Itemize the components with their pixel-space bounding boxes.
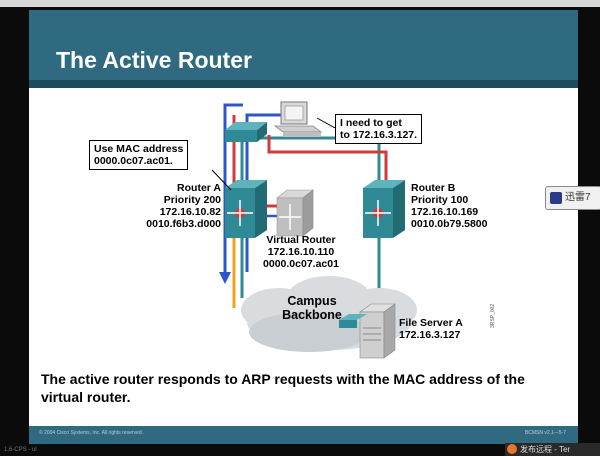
cloud-line-1: Campus	[287, 294, 337, 308]
blue-arrow-down	[219, 272, 231, 284]
slide-title: The Active Router	[56, 47, 252, 73]
callout-right-pointer	[316, 117, 336, 129]
router-a-priority: Priority 200	[163, 194, 221, 206]
slide-caption: The active router responds to ARP reques…	[41, 371, 525, 405]
taskbar-item[interactable]: 发布远程 - Ter	[505, 443, 600, 456]
virtual-router-ip: 172.16.10.110	[267, 246, 335, 258]
callout-need-to-get: I need to get to 172.16.3.127.	[335, 114, 423, 144]
slide-id: 3RSP_002	[490, 303, 496, 328]
router-a-icon	[225, 180, 267, 238]
campus-backbone-label: Campus Backbone	[277, 294, 347, 322]
virtual-router-icon	[276, 189, 314, 237]
network-diagram	[211, 101, 417, 359]
red-path-upper	[267, 135, 388, 188]
callout-right-line-2: to 172.16.3.127.	[340, 129, 418, 141]
callout-use-mac: Use MAC address 0000.0c07.ac01.	[89, 140, 189, 170]
virtual-router-label: Virtual Router 172.16.10.110 0000.0c07.a…	[255, 234, 347, 270]
side-badge-label: 迅雷7	[565, 192, 591, 203]
callout-left-line-1: Use MAC address	[94, 143, 184, 155]
presentation-slide: The Active Router	[29, 10, 578, 444]
browser-icon	[507, 444, 517, 454]
virtual-router-name: Virtual Router	[266, 234, 336, 246]
router-b-name: Router B	[411, 182, 456, 194]
footer-page: BCMSN v2.1—5-7	[524, 430, 566, 436]
switch-icon	[225, 122, 267, 142]
callout-right-line-1: I need to get	[340, 117, 402, 129]
router-a-ip: 172.16.10.82	[159, 206, 221, 218]
router-a-name: Router A	[177, 182, 221, 194]
router-b-priority: Priority 100	[411, 194, 469, 206]
file-server-icon	[339, 303, 396, 359]
callout-left-pointer	[211, 169, 232, 191]
router-b-mac: 0010.0b79.5800	[411, 218, 488, 230]
router-b-icon	[363, 180, 405, 238]
taskbar-label: 发布远程 - Ter	[520, 445, 571, 454]
file-server-ip: 172.16.3.127	[399, 329, 461, 341]
pc-icon	[273, 101, 323, 137]
link-switch-router-b	[257, 136, 381, 188]
file-server-name: File Server A	[399, 317, 463, 329]
thunder-icon	[550, 192, 562, 204]
router-b-label: Router B Priority 100 172.16.10.169 0010…	[411, 182, 487, 230]
footer-bar: © 2004 Cisco Systems, Inc. All rights re…	[29, 426, 578, 444]
virtual-router-mac: 0000.0c07.ac01	[263, 258, 339, 270]
callout-left-line-2: 0000.0c07.ac01.	[94, 155, 173, 167]
cloud-line-2: Backbone	[282, 308, 342, 322]
title-bar: The Active Router	[29, 10, 578, 88]
footer-copyright: © 2004 Cisco Systems, Inc. All rights re…	[39, 430, 144, 436]
bottom-left-text: 1.6-CPS - ul	[4, 447, 37, 453]
side-badge[interactable]: 迅雷7	[545, 186, 600, 210]
top-strip	[0, 0, 600, 7]
router-a-mac: 0010.f6b3.d000	[146, 218, 221, 230]
file-server-label: File Server A 172.16.3.127	[399, 317, 463, 341]
router-b-ip: 172.16.10.169	[411, 206, 479, 218]
router-a-label: Router A Priority 200 172.16.10.82 0010.…	[139, 182, 221, 230]
